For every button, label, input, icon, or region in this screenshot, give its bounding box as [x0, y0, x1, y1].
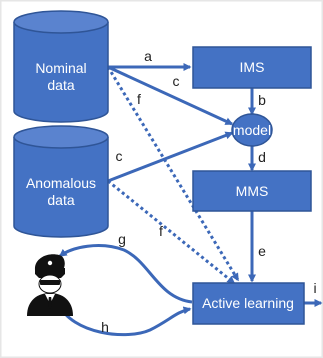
edge-label-d: d [258, 149, 266, 165]
pilot-icon [27, 254, 73, 316]
edge-h [56, 302, 192, 337]
mms-label: MMS [236, 183, 269, 199]
active-learning-box [192, 282, 305, 325]
edges [56, 63, 323, 337]
anomalous-data-node: Anomalous data [13, 125, 109, 238]
nominal-data-label-line1: Nominal [35, 60, 86, 76]
active-learning-label: Active learning [202, 295, 294, 311]
edge-g [58, 244, 193, 304]
pilot-icon-sunglasses [40, 280, 60, 285]
anomalous-data-cylinder-top [13, 125, 109, 149]
pilot-icon-tie [48, 297, 52, 309]
edge-label-b: b [258, 92, 266, 108]
ims-label: IMS [240, 59, 265, 75]
edge-label-c-nominal: c [173, 73, 180, 89]
edge-c-nominal [107, 65, 234, 126]
edge-label-c-anomalous: c [116, 148, 123, 164]
model-label: model [233, 122, 271, 138]
pilot-icon-cap-band [35, 268, 65, 274]
anomalous-data-cylinder [13, 137, 109, 238]
edge-c-anomalous [107, 131, 234, 183]
nominal-data-cylinder-top [13, 10, 109, 34]
edge-label-f-nominal: f [137, 91, 141, 107]
nominal-data-label-line2: data [47, 77, 74, 93]
nominal-data-cylinder [13, 22, 109, 123]
mms-box [192, 170, 312, 212]
pilot-icon-badge [47, 260, 53, 266]
ims-node: IMS [192, 46, 312, 89]
ims-box [192, 46, 312, 89]
edge-label-i: i [313, 280, 316, 296]
edge-label-e: e [258, 243, 266, 259]
edge-label-f-anomalous: f [159, 223, 163, 239]
model-node: model [231, 113, 273, 147]
edge-label-g: g [118, 231, 126, 247]
model-ellipse [231, 113, 273, 147]
nominal-data-node: Nominal data [13, 10, 109, 123]
active-learning-node: Active learning [192, 282, 305, 325]
edge-label-a: a [144, 48, 152, 64]
anomalous-data-label-line1: Anomalous [26, 175, 96, 191]
mms-node: MMS [192, 170, 312, 212]
edge-label-h: h [101, 319, 109, 335]
anomalous-data-label-line2: data [47, 192, 74, 208]
